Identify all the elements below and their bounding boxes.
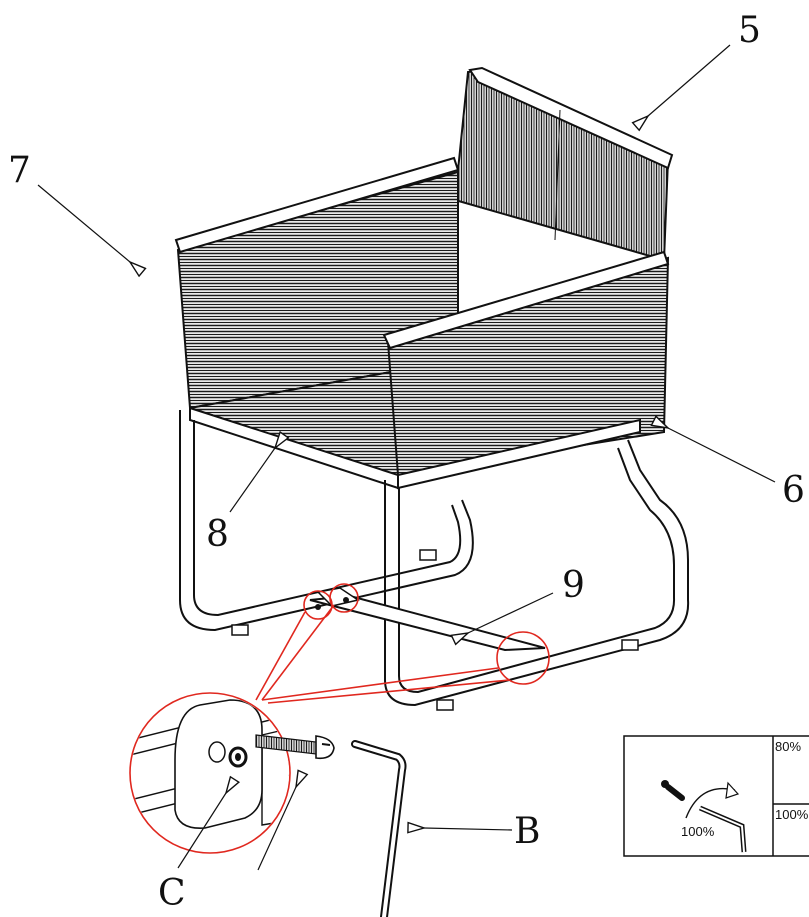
right-armrest-part xyxy=(382,250,670,477)
hardware-detail xyxy=(129,692,407,917)
callout-part-c: C xyxy=(158,873,186,914)
torque-bottom-right-label: 100% xyxy=(775,807,809,822)
torque-under-icon-label: 100% xyxy=(681,824,715,839)
chair-drawing xyxy=(174,66,690,711)
callout-part-7: 7 xyxy=(8,150,31,191)
allen-key-icon xyxy=(351,740,407,917)
cross-bar-part xyxy=(309,587,546,652)
callout-leaders xyxy=(37,44,776,871)
right-frame-leg xyxy=(384,439,690,711)
callout-part-8: 8 xyxy=(206,514,229,555)
callout-part-9: 9 xyxy=(562,565,585,606)
callout-part-6: 6 xyxy=(782,470,805,511)
torque-instruction-box: 80% 100% 100% xyxy=(623,735,809,857)
torque-top-right-label: 80% xyxy=(775,739,801,754)
wrench-rotation-icon xyxy=(661,780,747,853)
detail-highlights xyxy=(255,583,550,704)
callout-part-b: B xyxy=(514,811,540,852)
backrest-part xyxy=(453,66,674,262)
callout-part-5: 5 xyxy=(738,10,761,51)
bolt-icon xyxy=(255,734,335,760)
